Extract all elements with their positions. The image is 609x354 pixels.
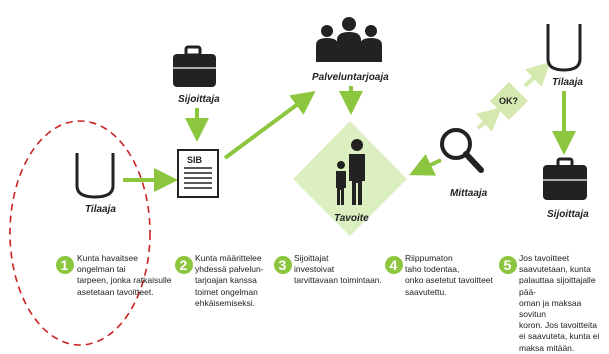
sijoittaja-right-label: Sijoittaja bbox=[547, 209, 589, 220]
step-2-badge: 2 bbox=[175, 256, 193, 274]
mittaaja-label: Mittaaja bbox=[450, 188, 488, 199]
ok-diamond bbox=[490, 82, 528, 120]
step-1-badge: 1 bbox=[56, 256, 74, 274]
family-icon bbox=[336, 139, 365, 205]
step-5-badge: 5 bbox=[499, 256, 517, 274]
palveluntarjoaja-label: Palveluntarjoaja bbox=[312, 72, 389, 83]
tilaaja-left-shield-icon bbox=[75, 153, 115, 199]
svg-text:1: 1 bbox=[61, 257, 69, 273]
step-3-badge: 3 bbox=[274, 256, 292, 274]
sijoittaja-right-briefcase-icon bbox=[543, 157, 587, 200]
tilaaja-right-shield-icon bbox=[546, 24, 582, 72]
step-3-text: Sijoittajat investoivat tarvittavaan toi… bbox=[294, 253, 382, 286]
sijoittaja-briefcase-icon bbox=[173, 45, 216, 87]
ok-label: OK? bbox=[499, 96, 518, 106]
sijoittaja-top-label: Sijoittaja bbox=[178, 94, 220, 105]
arrow-mittaaja-to-tavoite bbox=[409, 154, 442, 176]
step-2-text: Kunta määrittelee yhdessä palvelun- tarj… bbox=[195, 253, 264, 308]
svg-text:5: 5 bbox=[504, 257, 512, 273]
magnifier-icon bbox=[440, 128, 484, 173]
highlight-dashed-oval bbox=[9, 120, 151, 346]
tavoite-label: Tavoite bbox=[334, 213, 369, 224]
arrow-ok-to-tilaaja bbox=[523, 61, 551, 88]
palveluntarjoaja-people-icon bbox=[316, 17, 382, 62]
svg-text:3: 3 bbox=[279, 257, 287, 273]
sib-document-icon bbox=[177, 149, 219, 198]
tilaaja-right-label: Tilaaja bbox=[552, 77, 583, 88]
step-4-badge: 4 bbox=[385, 256, 403, 274]
step-5-text: Jos tavoitteet saavutetaan, kunta palaut… bbox=[519, 253, 600, 353]
tilaaja-left-label: Tilaaja bbox=[85, 204, 116, 215]
svg-text:4: 4 bbox=[390, 257, 398, 273]
arrow-mittaaja-to-ok bbox=[476, 107, 503, 132]
svg-text:2: 2 bbox=[180, 257, 188, 273]
arrow-sib-to-palveluntarjoaja bbox=[223, 90, 316, 160]
sib-label: SIB bbox=[187, 155, 203, 165]
step-1-text: Kunta havaitsee ongelman tai tarpeen, jo… bbox=[77, 253, 172, 297]
step-4-text: Riippumaton taho todentaa, onko asetetut… bbox=[405, 253, 493, 297]
